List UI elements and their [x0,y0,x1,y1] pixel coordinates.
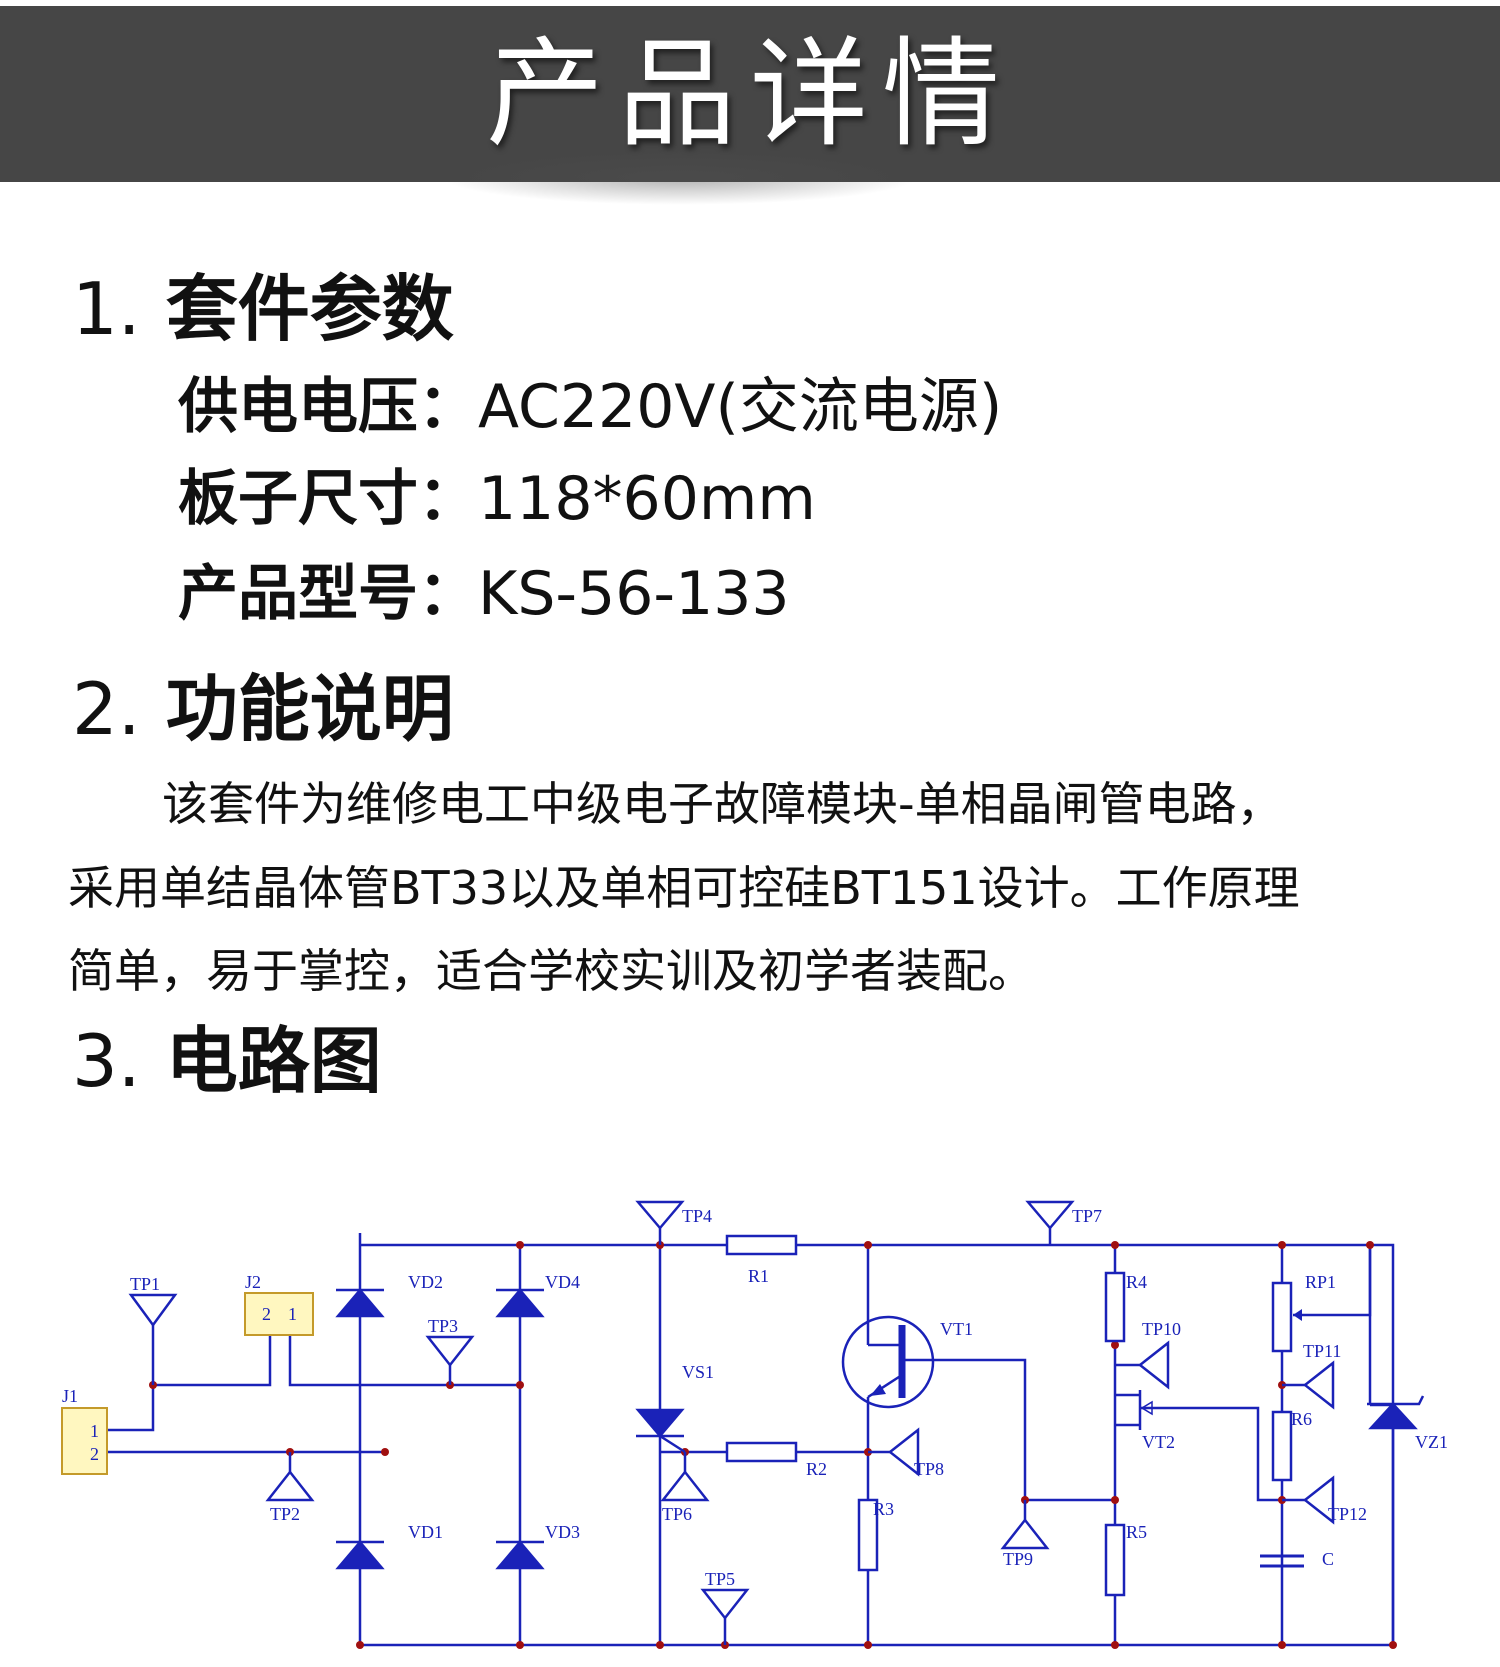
label-tp3: TP3 [428,1316,458,1336]
tp4-icon [635,1200,685,1230]
tp10-icon [1137,1340,1170,1390]
label-vd3: VD3 [545,1522,580,1542]
diode-vd1 [335,1540,385,1570]
zener-vz1 [1368,1402,1418,1430]
pin-label: 1 [90,1421,99,1441]
tp11-icon [1302,1360,1335,1410]
resistor-r5 [1104,1523,1126,1597]
component-labels: TP1 TP2 TP3 TP4 TP5 TP6 TP7 TP8 TP9 TP10… [62,1206,1448,1589]
label-vd1: VD1 [408,1522,443,1542]
resistor-r3 [857,1498,879,1572]
param-label: 板子尺寸： [178,464,478,534]
resistor-r1 [725,1234,798,1256]
label-r6: R6 [1291,1409,1312,1429]
resistors [725,1234,1293,1597]
label-vs1: VS1 [682,1362,714,1382]
label-vd2: VD2 [408,1272,443,1292]
diodes [335,1288,1425,1570]
section-title: 套件参数 [165,267,454,351]
label-tp2: TP2 [270,1504,300,1524]
diode-vd2 [335,1288,385,1318]
resistor-r4 [1104,1271,1126,1343]
junction-dots [149,1241,1397,1649]
label-r1: R1 [748,1266,769,1286]
tp5-icon [700,1588,750,1621]
param-row-voltage: 供电电压：AC220V(交流电源) [178,358,1002,445]
description-line: 该套件为维修电工中级电子故障模块-单相晶闸管电路， [162,777,1283,831]
resistor-r6 [1271,1410,1293,1482]
param-value: AC220V(交流电源) [478,372,1003,442]
label-j1: J1 [62,1386,78,1406]
header-banner [0,6,1500,182]
label-tp5: TP5 [705,1569,735,1589]
section-title: 电路图 [165,1019,382,1103]
tp9-icon [1000,1517,1050,1550]
label-rp1: RP1 [1305,1272,1336,1292]
label-tp10: TP10 [1142,1319,1181,1339]
description-line: 简单，易于掌控，适合学校实训及初学者装配。 [68,944,1034,998]
test-points [128,1200,1335,1645]
section-1-heading: 1. 套件参数 [72,250,454,355]
param-value: 118*60mm [478,464,816,534]
transistor-vt1 [841,1315,940,1409]
label-vz1: VZ1 [1415,1432,1448,1452]
pin-label: 1 [288,1304,297,1324]
label-tp11: TP11 [1303,1341,1341,1361]
section-number: 3. [72,1019,141,1103]
tp8-icon [887,1427,920,1477]
label-tp1: TP1 [130,1274,160,1294]
diode-vd3 [495,1540,545,1570]
capacitor-c [1260,1554,1304,1568]
section-3-heading: 3. 电路图 [72,1002,382,1107]
param-row-model: 产品型号：KS-56-133 [178,545,790,632]
potentiometer-rp1 [1271,1281,1293,1353]
pin-label: 2 [90,1444,99,1464]
tp2-icon [265,1469,315,1502]
label-tp9: TP9 [1003,1549,1033,1569]
param-value: KS-56-133 [478,559,790,629]
section-number: 2. [72,667,141,751]
param-label: 产品型号： [178,559,478,629]
banner-shadow [440,150,920,205]
section-title: 功能说明 [165,667,454,751]
label-tp4: TP4 [682,1206,712,1226]
thyristor-vs1 [635,1408,685,1438]
wires [107,1233,1395,1647]
param-row-size: 板子尺寸：118*60mm [178,450,816,537]
resistor-r2 [725,1441,798,1463]
label-vd4: VD4 [545,1272,580,1292]
label-vt1: VT1 [940,1319,973,1339]
tp1-icon [128,1293,178,1328]
label-tp6: TP6 [662,1504,692,1524]
label-tp7: TP7 [1072,1206,1102,1226]
label-tp12: TP12 [1328,1504,1367,1524]
circuit-schematic: 1 2 2 1 [61,1200,1448,1649]
label-tp8: TP8 [914,1459,944,1479]
section-number: 1. [72,267,141,351]
label-vt2: VT2 [1142,1432,1175,1452]
label-j2: J2 [245,1272,261,1292]
pin-label: 2 [262,1304,271,1324]
tp3-icon [425,1335,475,1368]
tp6-icon [660,1469,710,1502]
tp12-icon [1302,1475,1335,1525]
rp1-wiper-arrow [1293,1309,1302,1321]
label-r4: R4 [1126,1272,1147,1292]
page-title: 产品详情 [485,25,1014,163]
label-r5: R5 [1126,1522,1147,1542]
diode-vd4 [495,1288,545,1318]
param-label: 供电电压： [178,372,478,442]
tp7-icon [1025,1200,1075,1230]
section-2-heading: 2. 功能说明 [72,650,454,755]
description-line: 采用单结晶体管BT33以及单相可控硅BT151设计。工作原理 [68,861,1300,915]
connector-j2 [244,1292,314,1336]
connector-j1 [61,1407,108,1475]
label-r2: R2 [806,1459,827,1479]
label-c: C [1322,1549,1334,1569]
label-r3: R3 [873,1499,894,1519]
